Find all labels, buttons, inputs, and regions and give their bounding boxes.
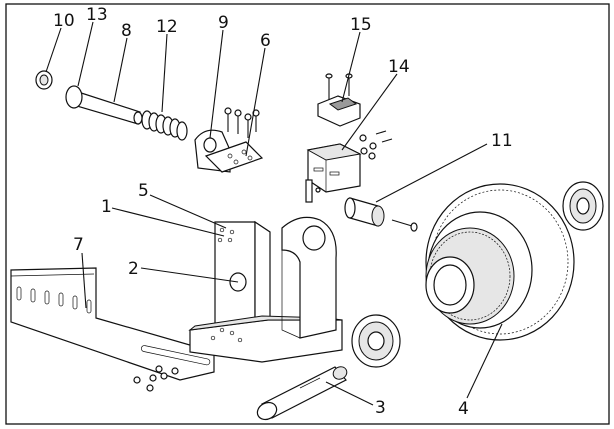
label-11: 11: [491, 131, 513, 151]
label-10: 10: [53, 11, 75, 31]
label-2: 2: [128, 259, 139, 279]
cap-part-10: [35, 70, 53, 90]
timing-pulley-part-4: [425, 183, 575, 341]
label-8: 8: [121, 21, 132, 41]
label-14: 14: [388, 57, 410, 77]
screws-part-6: [224, 107, 260, 138]
label-7: 7: [73, 235, 84, 255]
bearing-left: [351, 314, 401, 368]
main-bracket-part-1: [188, 216, 343, 363]
label-1: 1: [101, 197, 112, 217]
washer-screw-set: [359, 130, 393, 160]
label-9: 9: [218, 13, 229, 33]
label-6: 6: [260, 31, 271, 51]
label-4: 4: [458, 399, 469, 419]
plunger-part-8: [65, 85, 143, 125]
leader-lines: [45, 21, 503, 406]
label-12: 12: [156, 17, 178, 37]
label-15: 15: [350, 15, 372, 35]
sensor-block-part-15: [317, 73, 361, 127]
sleeve-part-11: [344, 197, 418, 232]
hinge-block-part-9: [194, 129, 264, 173]
label-5: 5: [138, 181, 149, 201]
slotted-bar-part-7: [10, 267, 215, 392]
part-labels: 10 13 8 12 9 6 15 14 11 5 1 2 7 3 4: [53, 5, 513, 419]
diagram-border: [5, 3, 610, 425]
shaft-part-3: [256, 366, 348, 421]
bearing-right: [562, 181, 604, 231]
label-3: 3: [375, 398, 386, 418]
label-13: 13: [86, 5, 108, 25]
small-bracket-part-14: [305, 143, 362, 203]
spring-part-12: [141, 110, 188, 141]
